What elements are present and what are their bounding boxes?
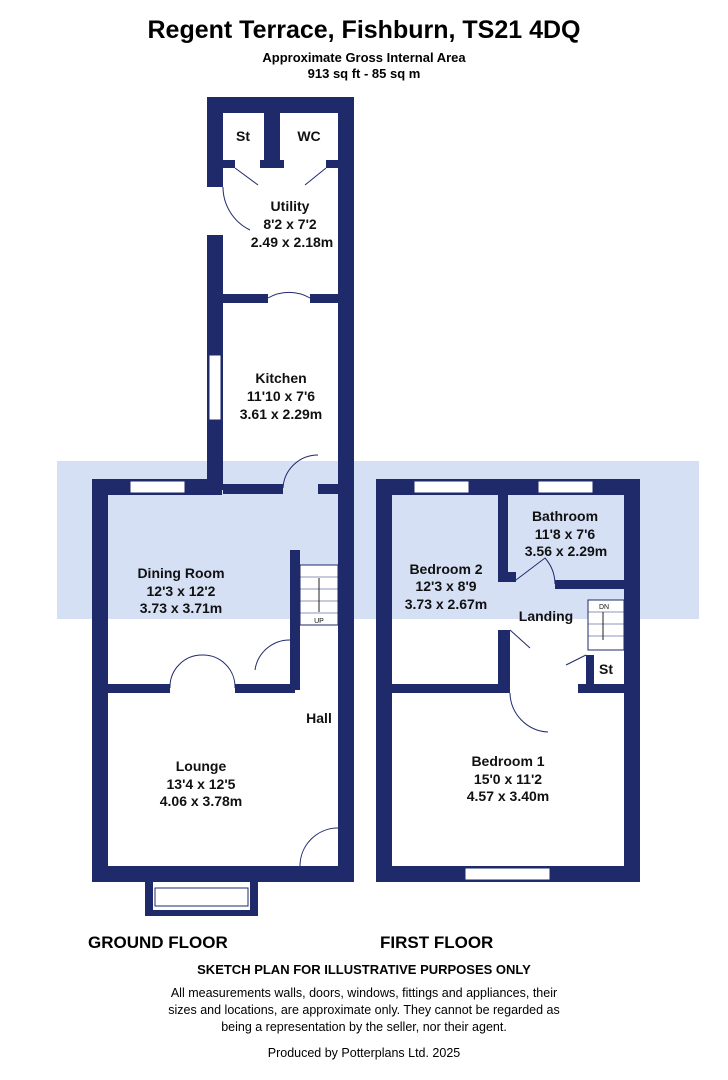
svg-text:2.49 x 2.18m: 2.49 x 2.18m: [251, 234, 334, 250]
window: [537, 480, 594, 494]
area-value: 913 sq ft - 85 sq m: [307, 66, 421, 81]
sketch-notice: SKETCH PLAN FOR ILLUSTRATIVE PURPOSES ON…: [197, 962, 531, 977]
room-st-label: St: [236, 128, 250, 144]
disclaimer-line-1: All measurements walls, doors, windows, …: [170, 986, 558, 1000]
room-kitchen: Kitchen 11'10 x 7'6 3.61 x 2.29m: [240, 370, 323, 422]
svg-text:11'8 x 7'6: 11'8 x 7'6: [535, 526, 596, 542]
svg-text:3.73 x 2.67m: 3.73 x 2.67m: [405, 596, 488, 612]
window: [154, 887, 249, 907]
svg-text:3.56 x 2.29m: 3.56 x 2.29m: [525, 543, 608, 559]
svg-text:13'4 x 12'5: 13'4 x 12'5: [167, 776, 236, 792]
disclaimer-line-3: being a representation by the seller, no…: [221, 1020, 507, 1034]
disclaimer-line-2: sizes and locations, are approximate onl…: [168, 1003, 560, 1017]
staircase-up: UP: [299, 564, 339, 626]
plan-title: Regent Terrace, Fishburn, TS21 4DQ: [147, 16, 581, 44]
ground-floor-walls: [92, 97, 354, 916]
room-landing-label: Landing: [519, 608, 573, 624]
producer-credit: Produced by Potterplans Ltd. 2025: [267, 1046, 461, 1060]
room-bathroom: Bathroom 11'8 x 7'6 3.56 x 2.29m: [525, 508, 608, 559]
room-hall-label: Hall: [306, 710, 332, 726]
svg-text:Dining Room: Dining Room: [137, 565, 224, 581]
room-utility: Utility 8'2 x 7'2 2.49 x 2.18m: [251, 198, 334, 250]
svg-text:Bedroom 2: Bedroom 2: [409, 561, 482, 577]
staircase-down: DN: [587, 599, 625, 651]
svg-text:8'2 x 7'2: 8'2 x 7'2: [263, 216, 317, 232]
svg-text:Bedroom 1: Bedroom 1: [471, 753, 544, 769]
door-swings: [169, 167, 339, 867]
stairs-down-label: DN: [599, 604, 609, 611]
window: [413, 480, 470, 494]
door-swings: [509, 557, 587, 733]
room-lounge: Lounge 13'4 x 12'5 4.06 x 3.78m: [160, 758, 243, 809]
svg-text:3.73 x 3.71m: 3.73 x 3.71m: [140, 600, 223, 616]
svg-text:4.57 x 3.40m: 4.57 x 3.40m: [467, 788, 550, 804]
room-wc-label: WC: [297, 128, 320, 144]
svg-text:Kitchen: Kitchen: [255, 370, 306, 386]
area-subtitle: Approximate Gross Internal Area: [262, 50, 466, 65]
svg-text:Utility: Utility: [271, 198, 310, 214]
svg-text:12'3 x 8'9: 12'3 x 8'9: [415, 578, 476, 594]
room-bedroom-1: Bedroom 1 15'0 x 11'2 4.57 x 3.40m: [467, 753, 550, 804]
first-floor-label: FIRST FLOOR: [380, 933, 494, 952]
svg-text:Lounge: Lounge: [176, 758, 227, 774]
stairs-up-label: UP: [314, 618, 324, 625]
ground-floor-label: GROUND FLOOR: [88, 933, 228, 952]
room-st-cupboard-label: St: [599, 661, 613, 677]
svg-text:Bathroom: Bathroom: [532, 508, 598, 524]
room-bedroom-2: Bedroom 2 12'3 x 8'9 3.73 x 2.67m: [405, 561, 488, 612]
room-dining-room: Dining Room 12'3 x 12'2 3.73 x 3.71m: [137, 565, 224, 616]
window: [129, 480, 186, 494]
window: [464, 867, 551, 881]
window: [208, 354, 222, 421]
svg-text:15'0 x 11'2: 15'0 x 11'2: [474, 771, 542, 787]
svg-text:12'3 x 12'2: 12'3 x 12'2: [147, 583, 216, 599]
svg-text:3.61 x 2.29m: 3.61 x 2.29m: [240, 406, 323, 422]
svg-text:11'10 x 7'6: 11'10 x 7'6: [247, 388, 315, 404]
svg-text:4.06 x 3.78m: 4.06 x 3.78m: [160, 793, 243, 809]
